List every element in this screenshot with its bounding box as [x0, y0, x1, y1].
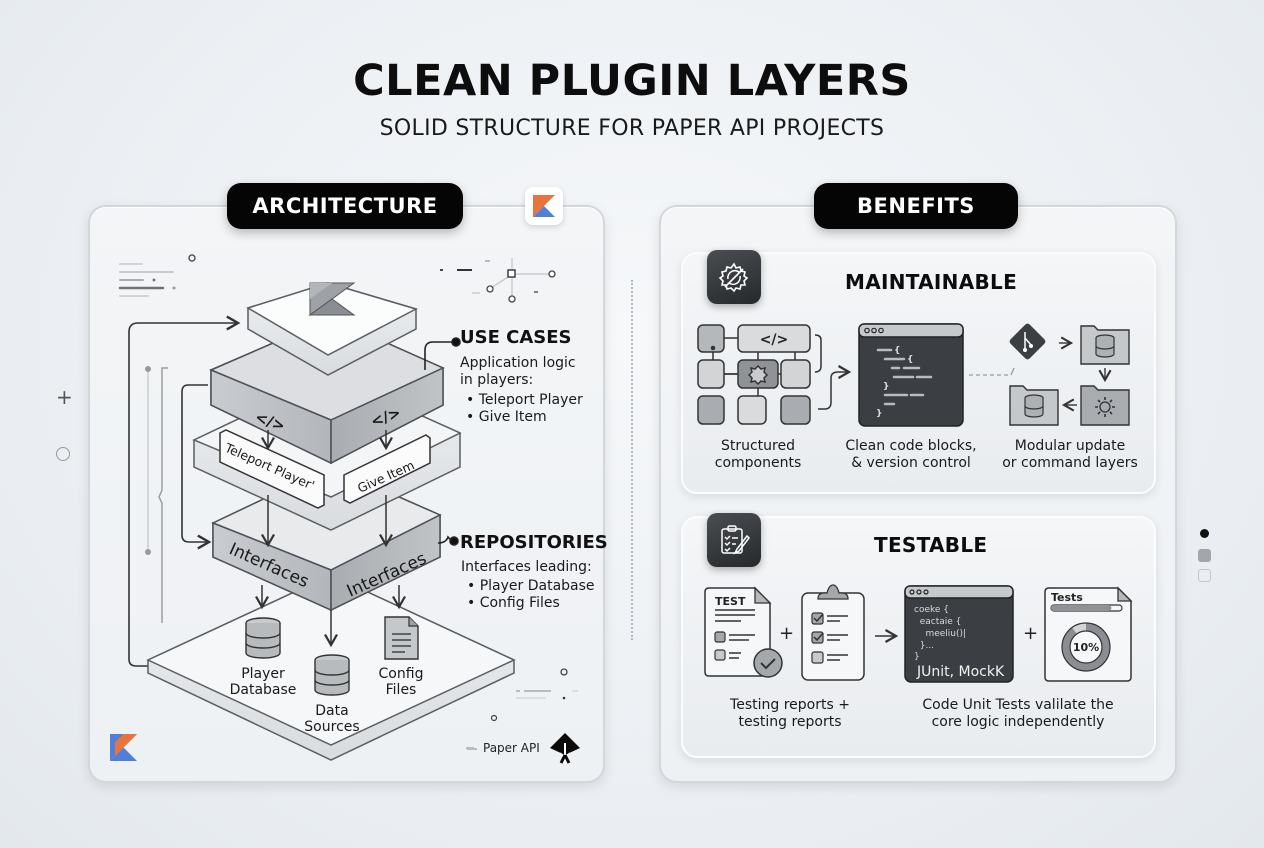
svg-text:{: {: [894, 346, 900, 356]
use-cases-desc-line1: Application logic: [460, 355, 576, 371]
kotlin-mono-icon: [308, 282, 356, 316]
structured-components-icon: [697, 324, 852, 425]
config-files-icon: [384, 616, 419, 660]
tests-progress-fill: [1051, 605, 1112, 611]
caption-line: & version control: [851, 455, 971, 471]
use-cases-description: Application logic in players: Teleport P…: [460, 355, 583, 426]
svg-text:{: {: [907, 355, 913, 365]
testable-caption: Testing reports + testing reports: [700, 697, 880, 731]
caption-line: Structured: [720, 438, 795, 454]
code-line: }: [914, 652, 920, 662]
maintainable-title: MAINTAINABLE: [845, 270, 1018, 294]
testable-illustration: TEST + coeke { eactaie { meeliu()| }... …: [704, 584, 1133, 683]
caption-line: or command layers: [1002, 455, 1138, 471]
test-doc-label: TEST: [715, 595, 746, 608]
paper-api-logo-icon: [550, 733, 580, 764]
paper-api-dash: [467, 748, 477, 750]
junit-mockk-label: JUnit, MockK: [916, 664, 1005, 680]
testable-caption: Code Unit Tests valilate the core logic …: [900, 697, 1136, 731]
tests-ring-fill: [1062, 623, 1110, 671]
use-cases-heading: USE CASES: [460, 327, 572, 348]
repositories-heading: REPOSITORIES: [460, 532, 608, 553]
caption-line: Testing reports +: [730, 697, 850, 713]
caption-line: Clean code blocks,: [845, 438, 977, 454]
caption-line: testing reports: [738, 714, 842, 730]
data-item-label: Config: [379, 666, 424, 682]
caption-line: Modular update: [1014, 438, 1126, 454]
decor-bottom-right: [466, 668, 578, 749]
folder-database-icon: [1080, 325, 1130, 365]
tests-card-label: Tests: [1051, 591, 1083, 604]
data-item-label: Database: [230, 682, 297, 698]
use-cases-desc-line2: in players:: [460, 372, 534, 388]
maintainable-illustration: </> { {}}: [697, 323, 1130, 427]
player-database-icon: [245, 617, 281, 659]
code-line: eactaie {: [914, 617, 961, 627]
repository-item: Config Files: [461, 595, 595, 612]
gear-sync-icon: [718, 262, 749, 293]
maintainable-caption: Modular update or command layers: [996, 438, 1144, 472]
paper-api-label: Paper API: [483, 741, 540, 755]
repositories-desc-line: Interfaces leading:: [461, 559, 592, 575]
callout-connectors: [424, 337, 461, 546]
code-line: }...: [914, 641, 934, 651]
use-case-item: Teleport Player: [460, 392, 583, 409]
svg-text:}: }: [883, 382, 889, 392]
decor-lines-topleft: [118, 254, 196, 297]
testable-title: TESTABLE: [874, 533, 988, 557]
plus-sign: +: [779, 623, 794, 644]
data-item-label: Player: [241, 666, 285, 682]
data-sources-icon: [314, 654, 350, 696]
page-dot-active[interactable]: [1200, 529, 1209, 538]
domain-top-block: [246, 282, 418, 376]
git-branch-icon: [1009, 323, 1046, 360]
page-title: CLEAN PLUGIN LAYERS: [353, 56, 911, 106]
test-report-icon: [704, 586, 783, 678]
circle-decor-icon: [56, 447, 70, 461]
unit-test-code-window: [904, 585, 1014, 683]
maintainable-icon-badge: [707, 250, 761, 304]
caption-line: components: [714, 455, 802, 471]
down-arrows: [255, 430, 406, 648]
architecture-label: ARCHITECTURE: [227, 183, 463, 229]
folder-database-icon: [1009, 385, 1059, 426]
page-dot[interactable]: [1198, 569, 1211, 582]
center-divider: [631, 280, 633, 640]
decor-network-topright: [440, 258, 556, 303]
maintainable-caption: Clean code blocks, & version control: [838, 438, 984, 472]
maintainable-caption: Structured components: [688, 438, 828, 472]
plus-decor-icon: +: [56, 385, 73, 409]
data-item-label: Files: [386, 682, 417, 698]
benefits-label: BENEFITS: [814, 183, 1018, 229]
folder-gear-icon: [1080, 385, 1130, 426]
clipboard-pen-icon: [721, 525, 750, 555]
kotlin-logo-icon: [110, 734, 137, 761]
decor-vertical-guides: [145, 366, 168, 623]
tests-percent-label: 10%: [1073, 641, 1099, 654]
caption-line: Code Unit Tests valilate the: [922, 697, 1114, 713]
page-nav: [1198, 529, 1211, 582]
page-dot[interactable]: [1198, 549, 1211, 562]
architecture-diagram: Interfaces Interfaces Teleport Player' G…: [118, 254, 578, 761]
svg-text:}: }: [876, 409, 882, 419]
caption-line: core logic independently: [931, 714, 1105, 730]
data-item-label: Data: [315, 703, 348, 719]
data-item-label: Sources: [304, 719, 359, 735]
code-line: meeliu()|: [914, 629, 966, 639]
checklist-clipboard-icon: [801, 584, 865, 681]
code-window-icon: { {}}: [858, 323, 964, 427]
use-case-item: Give Item: [460, 409, 583, 426]
flow-connectors: [128, 315, 248, 667]
kotlin-badge: [525, 187, 563, 225]
repositories-description: Interfaces leading: Player Database Conf…: [461, 559, 595, 612]
kotlin-logo-icon: [533, 195, 555, 217]
testable-icon-badge: [707, 513, 761, 567]
plus-sign: +: [1023, 623, 1038, 644]
page-subtitle: SOLID STRUCTURE FOR PAPER API PROJECTS: [379, 116, 885, 141]
repository-item: Player Database: [461, 578, 595, 595]
code-line: coeke {: [914, 605, 949, 615]
tests-report-card: [1044, 586, 1133, 682]
component-code-tag: </>: [760, 332, 789, 348]
